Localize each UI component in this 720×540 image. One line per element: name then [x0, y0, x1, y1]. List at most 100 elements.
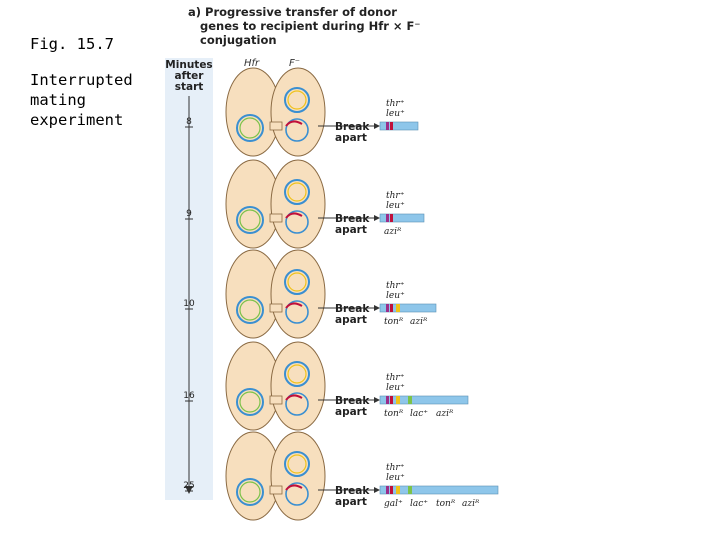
transferred-dna	[285, 302, 303, 309]
timeline-arrowhead	[185, 486, 193, 494]
fragment-label-leu: leu⁺	[386, 383, 405, 393]
fragment-marker-leu	[390, 122, 393, 130]
recipient-chromosome-2	[285, 482, 309, 506]
break-label-2: apart	[335, 132, 367, 144]
timeline-header-1: Minutes	[165, 59, 212, 71]
recipient-chromosome	[284, 87, 310, 113]
fragment-marker-leu	[390, 214, 393, 222]
break-label-1: Break	[335, 303, 370, 315]
break-arrowhead	[374, 487, 380, 493]
fragment-marker-thr	[386, 122, 389, 130]
minute-label: 10	[183, 299, 195, 309]
transferred-dna	[285, 484, 303, 491]
hfr-chromosome-inner	[239, 481, 261, 503]
fragment-extra-label: aziᴿ	[462, 499, 480, 509]
break-label-2: apart	[335, 406, 367, 418]
fragment-extra-label: lac⁺	[410, 499, 428, 509]
hfr-chromosome	[236, 388, 264, 416]
recipient-chromosome-inner	[287, 182, 307, 202]
dna-fragment	[379, 121, 419, 131]
break-label-1: Break	[335, 395, 370, 407]
break-label-2: apart	[335, 224, 367, 236]
fragment-label-thr: thr⁺	[386, 463, 405, 473]
minute-label: 9	[186, 209, 192, 219]
recipient-chromosome	[284, 269, 310, 295]
recipient-chromosome-inner	[287, 364, 307, 384]
heading-line-3: conjugation	[200, 33, 277, 47]
fragment-extra-label: tonᴿ	[384, 317, 404, 327]
transferred-dna	[285, 212, 303, 219]
recipient-chromosome	[284, 179, 310, 205]
timeline-header-2: after	[175, 70, 205, 82]
fminus-label: F⁻	[289, 58, 300, 69]
break-label-1: Break	[335, 121, 370, 133]
dna-fragment	[379, 213, 425, 223]
fragment-marker-ton	[396, 304, 400, 312]
fragment-extra-label: lac⁺	[410, 409, 428, 419]
fragment-label-leu: leu⁺	[386, 201, 405, 211]
conjugation-bridge	[269, 395, 283, 405]
fragment-marker-thr	[386, 396, 389, 404]
fragment-label-thr: thr⁺	[386, 373, 405, 383]
fragment-marker-leu	[390, 304, 393, 312]
timeline-header-3: start	[175, 81, 204, 93]
recipient-chromosome	[284, 451, 310, 477]
recipient-chromosome	[284, 361, 310, 387]
fragment-extra-label: aziᴿ	[436, 409, 454, 419]
hfr-chromosome-inner	[239, 299, 261, 321]
fragment-marker-thr	[386, 486, 389, 494]
break-arrowhead	[374, 397, 380, 403]
fragment-marker-ton	[396, 396, 400, 404]
conjugation-bridge	[269, 303, 283, 313]
hfr-chromosome	[236, 206, 264, 234]
recipient-chromosome-2	[285, 210, 309, 234]
hfr-label: Hfr	[244, 58, 260, 69]
minute-label: 8	[186, 117, 192, 127]
fragment-label-thr: thr⁺	[386, 99, 405, 109]
fragment-marker-leu	[390, 396, 393, 404]
fragment-label-leu: leu⁺	[386, 109, 405, 119]
fragment-marker-ton	[396, 486, 400, 494]
break-label-1: Break	[335, 485, 370, 497]
hfr-chromosome-inner	[239, 209, 261, 231]
heading-line-1: a) Progressive transfer of donor	[188, 5, 397, 19]
break-arrowhead	[374, 123, 380, 129]
fragment-marker-lac	[408, 396, 412, 404]
fragment-label-leu: leu⁺	[386, 473, 405, 483]
conjugation-bridge	[269, 485, 283, 495]
hfr-chromosome-inner	[239, 391, 261, 413]
figure-number: Fig. 15.7	[30, 35, 114, 53]
heading-line-2: genes to recipient during Hfr × F⁻	[200, 19, 420, 33]
fragment-extra-label: aziᴿ	[384, 227, 402, 237]
fragment-extra-label: aziᴿ	[410, 317, 428, 327]
minute-label: 25	[183, 481, 194, 491]
minute-label: 16	[183, 391, 195, 401]
hfr-chromosome-inner	[239, 117, 261, 139]
recipient-chromosome-inner	[287, 272, 307, 292]
transferred-dna	[285, 120, 303, 127]
conjugation-bridge	[269, 213, 283, 223]
fragment-label-thr: thr⁺	[386, 191, 405, 201]
dna-fragment	[379, 485, 499, 495]
fragment-label-leu: leu⁺	[386, 291, 405, 301]
dna-fragment	[379, 303, 437, 313]
fragment-marker-lac	[408, 486, 412, 494]
recipient-chromosome-2	[285, 118, 309, 142]
figure-caption: Interrupted mating experiment	[30, 71, 133, 129]
recipient-chromosome-2	[285, 392, 309, 416]
hfr-chromosome	[236, 478, 264, 506]
fragment-extra-label: tonᴿ	[384, 409, 404, 419]
recipient-chromosome-inner	[287, 90, 307, 110]
hfr-chromosome	[236, 296, 264, 324]
break-label-2: apart	[335, 496, 367, 508]
transferred-dna	[285, 394, 303, 401]
break-arrowhead	[374, 305, 380, 311]
break-arrowhead	[374, 215, 380, 221]
fragment-marker-thr	[386, 304, 389, 312]
dna-fragment	[379, 395, 469, 405]
conjugation-bridge	[269, 121, 283, 131]
fragment-extra-label: gal⁺	[384, 499, 403, 509]
break-label-1: Break	[335, 213, 370, 225]
